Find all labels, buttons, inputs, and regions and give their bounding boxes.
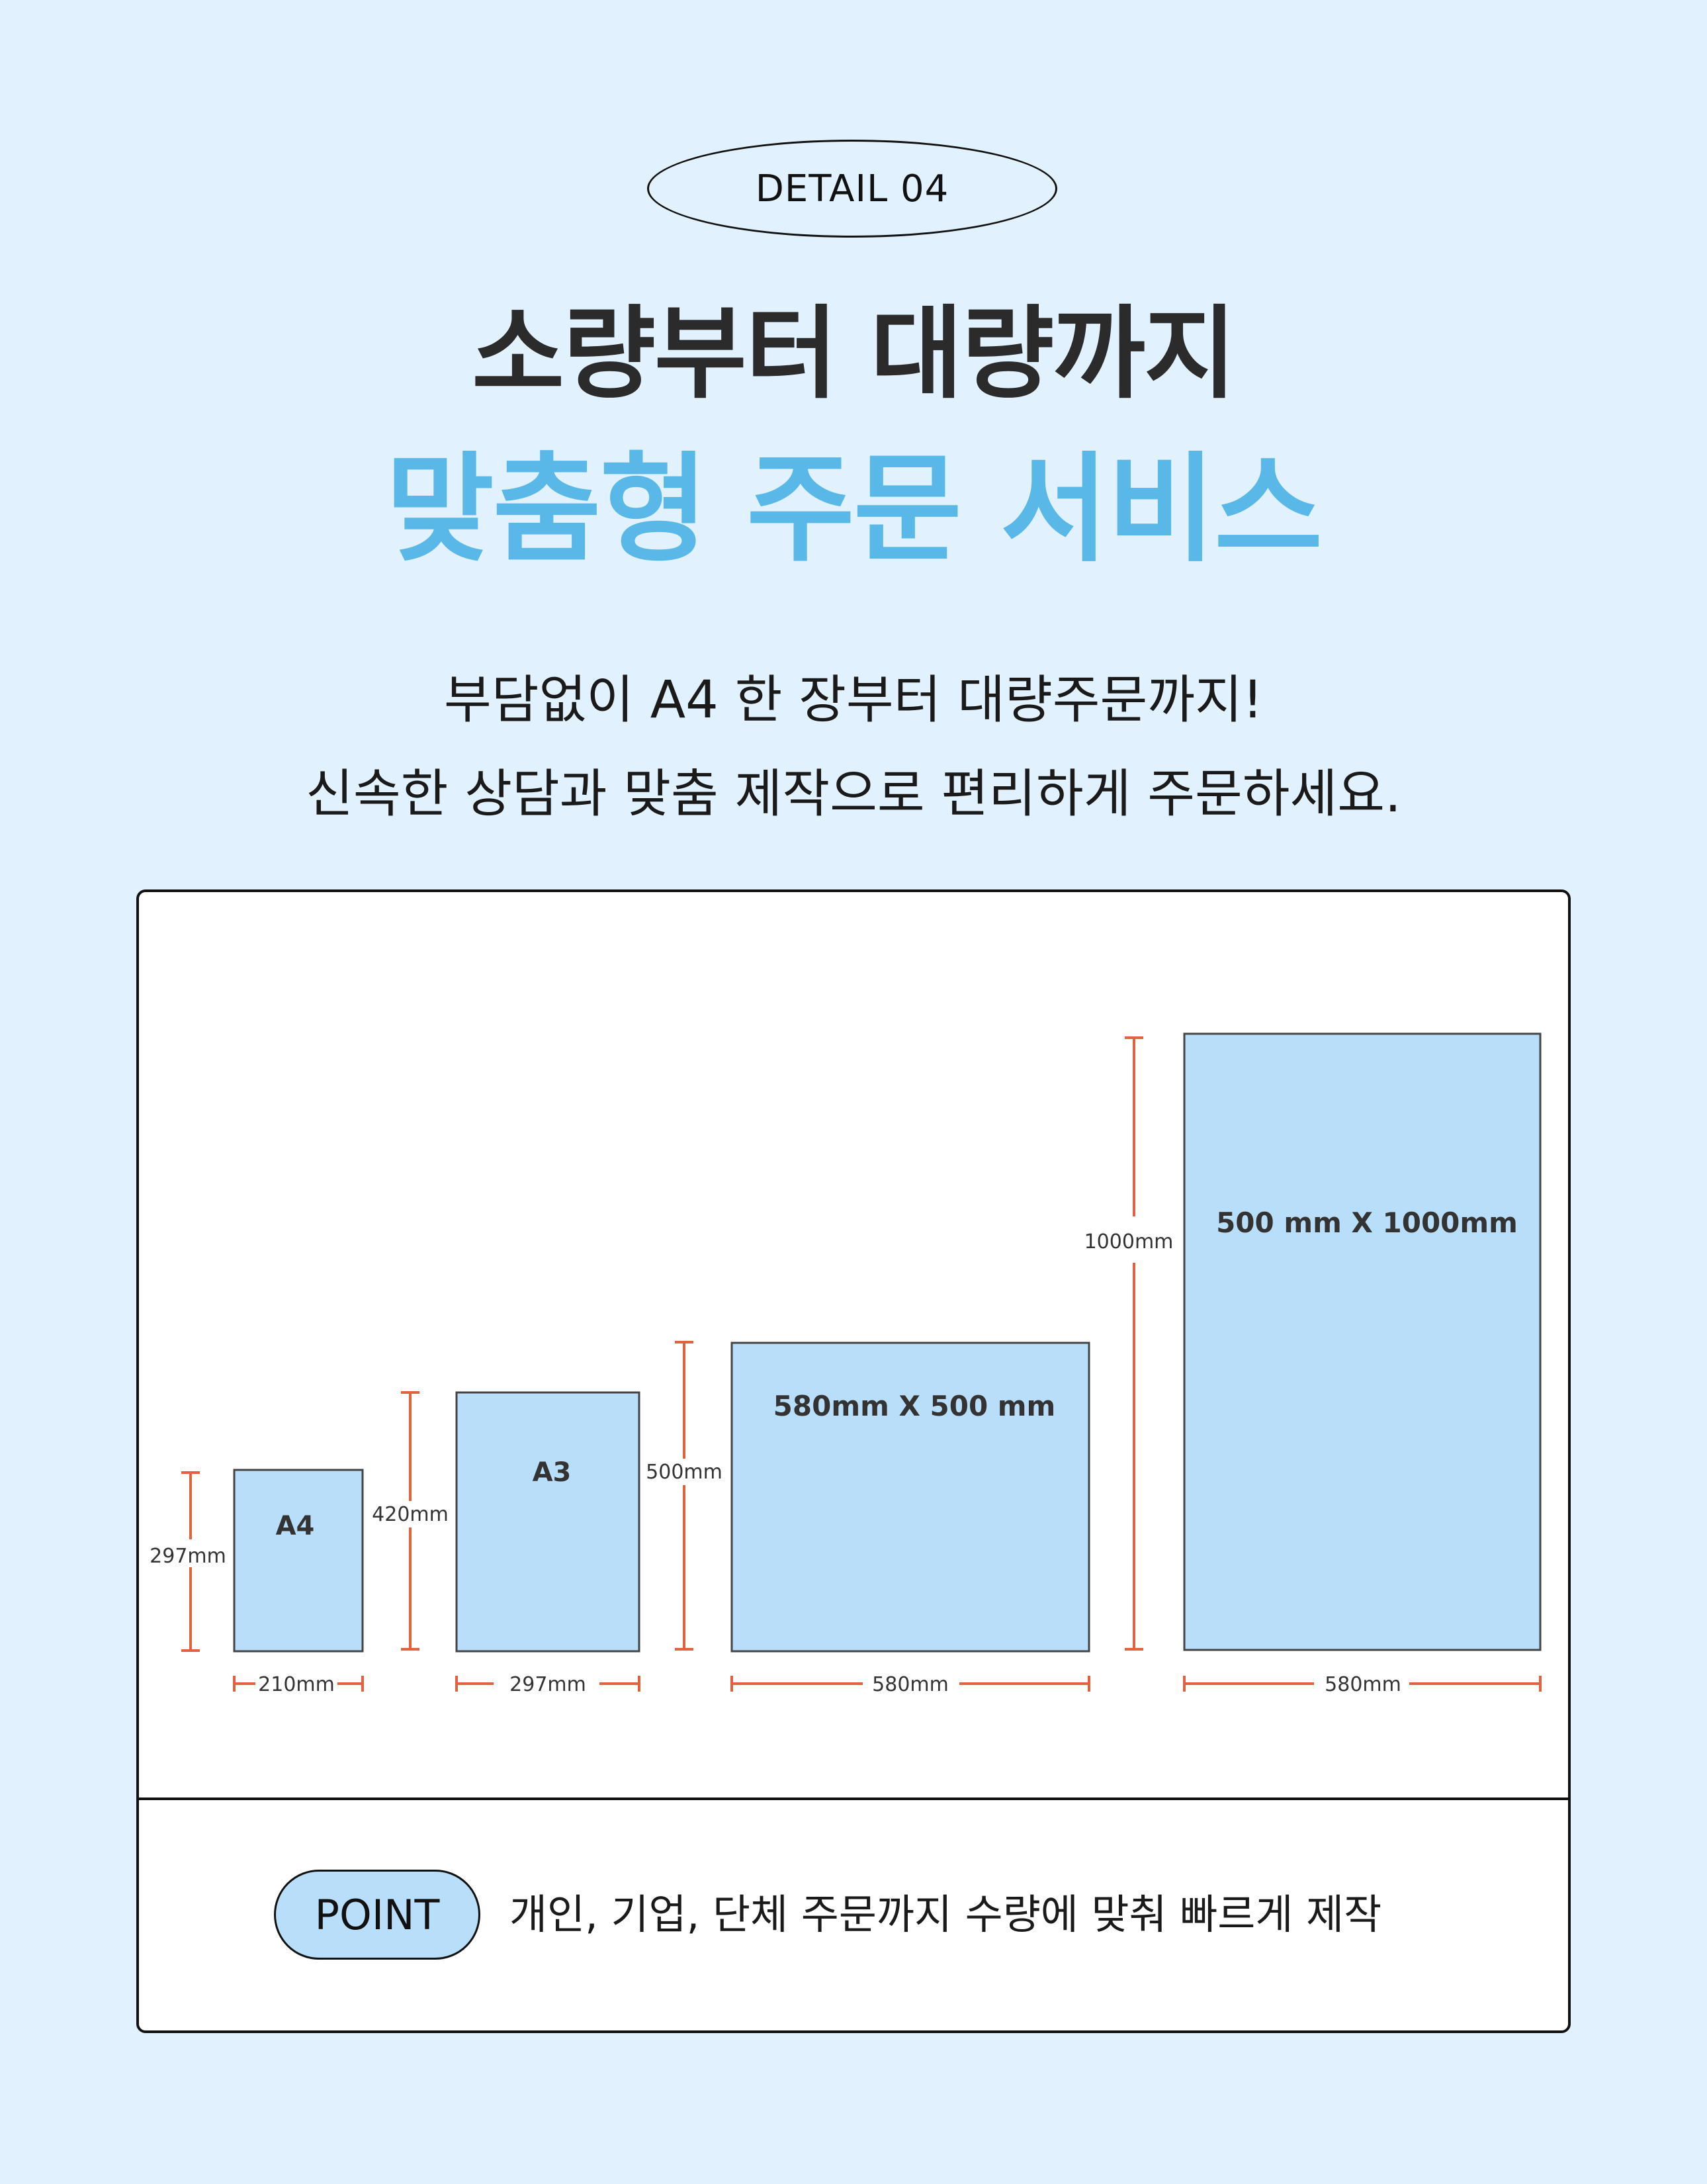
- detail-badge: DETAIL 04: [647, 140, 1057, 238]
- sheet-500x1000-width-dim: [1183, 1676, 1542, 1692]
- sheet-a3-rect: [455, 1391, 640, 1653]
- sheet-500x1000-label: 500 mm X 1000mm: [1216, 1206, 1518, 1239]
- point-text: 개인, 기업, 단체 주문까지 수량에 맞춰 빠르게 제작: [509, 1890, 1382, 1938]
- sheet-a4-height-dim: [181, 1471, 200, 1652]
- sheet-580x500-height-dim: [675, 1341, 693, 1651]
- sheet-a4: A4 297mm 210mm: [150, 1469, 364, 1696]
- sheet-500x1000-height-dim: [1125, 1036, 1143, 1651]
- sheet-a3-height-dim: [401, 1391, 419, 1651]
- size-diagram: A4 297mm 210mm A3: [150, 1032, 1542, 1696]
- sheet-a3: A3 420mm 297mm: [372, 1391, 640, 1696]
- sheet-a3-label: A3: [533, 1457, 572, 1488]
- sheet-a4-width-dim: [233, 1676, 364, 1692]
- sheet-580x500: 580mm X 500 mm 500mm 580mm: [646, 1341, 1090, 1696]
- sheet-500x1000: 500 mm X 1000mm 1000mm 580mm: [1084, 1032, 1542, 1696]
- sheet-a4-height-label: 297mm: [150, 1545, 226, 1568]
- page-title-line2: 맞춤형 주문 서비스: [385, 441, 1323, 578]
- sheet-500x1000-width-label: 580mm: [1325, 1673, 1401, 1696]
- sheet-a4-label: A4: [276, 1511, 315, 1541]
- sheet-a4-width-label: 210mm: [258, 1673, 335, 1696]
- card-divider: [139, 1797, 1568, 1800]
- sheet-500x1000-rect: [1183, 1032, 1542, 1651]
- point-badge: POINT: [274, 1870, 480, 1960]
- sheet-a4-rect: [233, 1469, 364, 1653]
- subtitle-line2: 신속한 상담과 맞춤 제작으로 편리하게 주문하세요.: [306, 764, 1401, 824]
- sheet-580x500-width-dim: [730, 1676, 1090, 1692]
- sheet-a3-height-label: 420mm: [372, 1503, 449, 1526]
- sheet-580x500-label: 580mm X 500 mm: [773, 1390, 1056, 1422]
- sheet-a3-width-dim: [455, 1676, 640, 1692]
- sheet-580x500-width-label: 580mm: [872, 1673, 949, 1696]
- size-card: A4 297mm 210mm A3: [136, 889, 1571, 2033]
- page-title-line1: 소량부터 대량까지: [472, 295, 1237, 412]
- sheet-a3-width-label: 297mm: [509, 1673, 586, 1696]
- sheet-580x500-rect: [730, 1342, 1090, 1653]
- sheet-580x500-height-label: 500mm: [646, 1461, 722, 1484]
- subtitle-line1: 부담없이 A4 한 장부터 대량주문까지!: [443, 670, 1264, 730]
- sheet-500x1000-height-label: 1000mm: [1084, 1230, 1174, 1253]
